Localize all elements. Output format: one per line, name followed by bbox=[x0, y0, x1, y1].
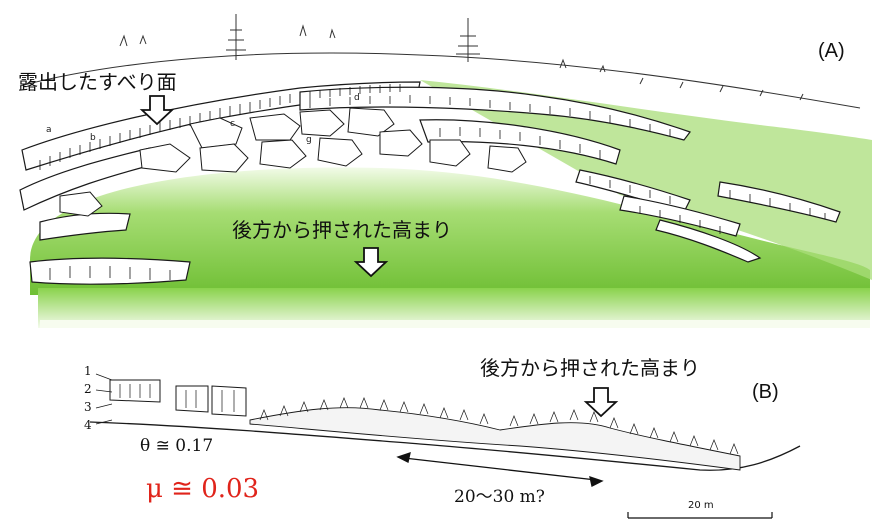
sketch-letters: a b c d g bbox=[46, 93, 360, 145]
arrow-pushed-rise-a-icon bbox=[353, 247, 389, 278]
panel-a-letter: (A) bbox=[818, 40, 845, 62]
panel-a-sketch: a b c d g bbox=[19, 14, 872, 328]
layer-number-4: 4 bbox=[84, 418, 92, 432]
sketch-letter-c: c bbox=[230, 119, 235, 129]
sketch-letter-a: a bbox=[46, 125, 52, 135]
distance-arrow bbox=[396, 452, 604, 487]
label-exposed-surface: 露出したすべり面 bbox=[18, 70, 177, 94]
panel-b-letter: (B) bbox=[752, 381, 779, 403]
scale-label: 20 m bbox=[688, 500, 714, 511]
sketch-letter-b: b bbox=[90, 133, 96, 143]
label-pushed-rise-a: 後方から押された高まり bbox=[232, 218, 452, 242]
horizon-trees bbox=[119, 14, 804, 101]
layer-number-1: 1 bbox=[84, 364, 92, 378]
arrow-exposed-surface-icon bbox=[139, 95, 175, 126]
sketch-letter-g: g bbox=[306, 135, 312, 145]
panel-b-sketch bbox=[89, 373, 801, 519]
sketch-letter-d: d bbox=[354, 93, 360, 103]
arrow-pushed-rise-b-icon bbox=[583, 387, 619, 418]
mu-value: μ ≅ 0.03 bbox=[146, 474, 260, 504]
layer-number-2: 2 bbox=[84, 382, 92, 396]
label-pushed-rise-b: 後方から押された高まり bbox=[480, 356, 700, 380]
scale-bar bbox=[627, 512, 773, 519]
layer-number-3: 3 bbox=[84, 400, 92, 414]
theta-value: θ ≅ 0.17 bbox=[140, 436, 214, 456]
distance-label: 20〜30 m? bbox=[454, 487, 545, 507]
